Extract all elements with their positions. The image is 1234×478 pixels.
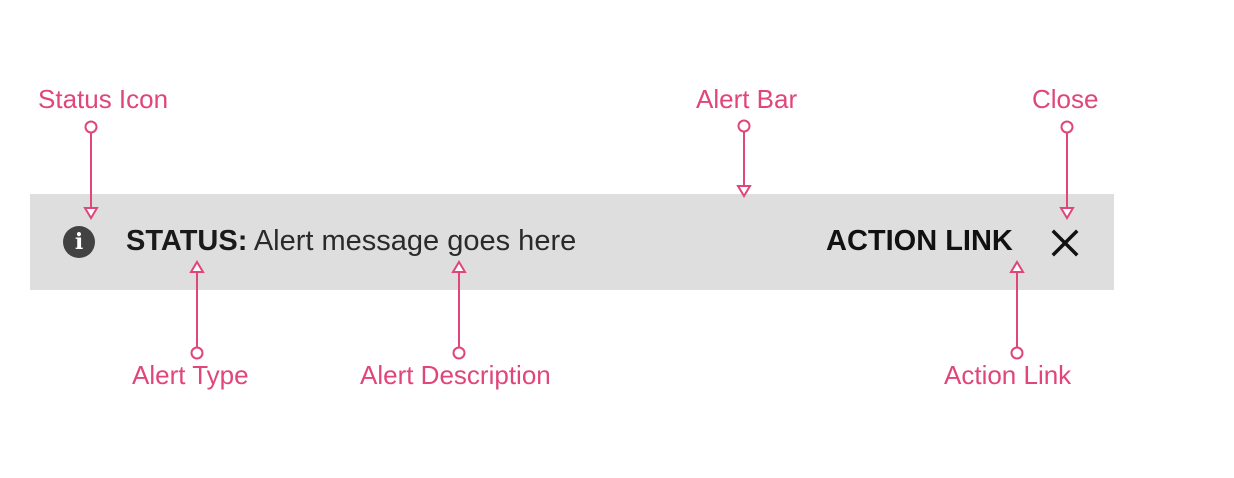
info-icon: i: [63, 226, 95, 258]
callout-close: Close: [1032, 84, 1099, 114]
alert-bar: i STATUS: Alert message goes here ACTION…: [30, 194, 1114, 290]
close-icon-glyph: [1051, 229, 1079, 257]
callout-alert-bar: Alert Bar: [696, 84, 798, 114]
close-icon[interactable]: [1049, 227, 1081, 259]
alert-type: STATUS:: [126, 225, 248, 257]
callout-status-icon: Status Icon: [38, 84, 169, 114]
callout-action-link: Action Link: [944, 360, 1072, 390]
leader-alert-bar: [736, 119, 752, 198]
callout-alert-description: Alert Description: [360, 360, 551, 390]
action-link[interactable]: ACTION LINK: [826, 225, 1013, 257]
alert-description: Alert message goes here: [253, 225, 577, 257]
alert-text: STATUS: Alert message goes here: [126, 223, 576, 259]
callout-alert-type: Alert Type: [132, 360, 249, 390]
